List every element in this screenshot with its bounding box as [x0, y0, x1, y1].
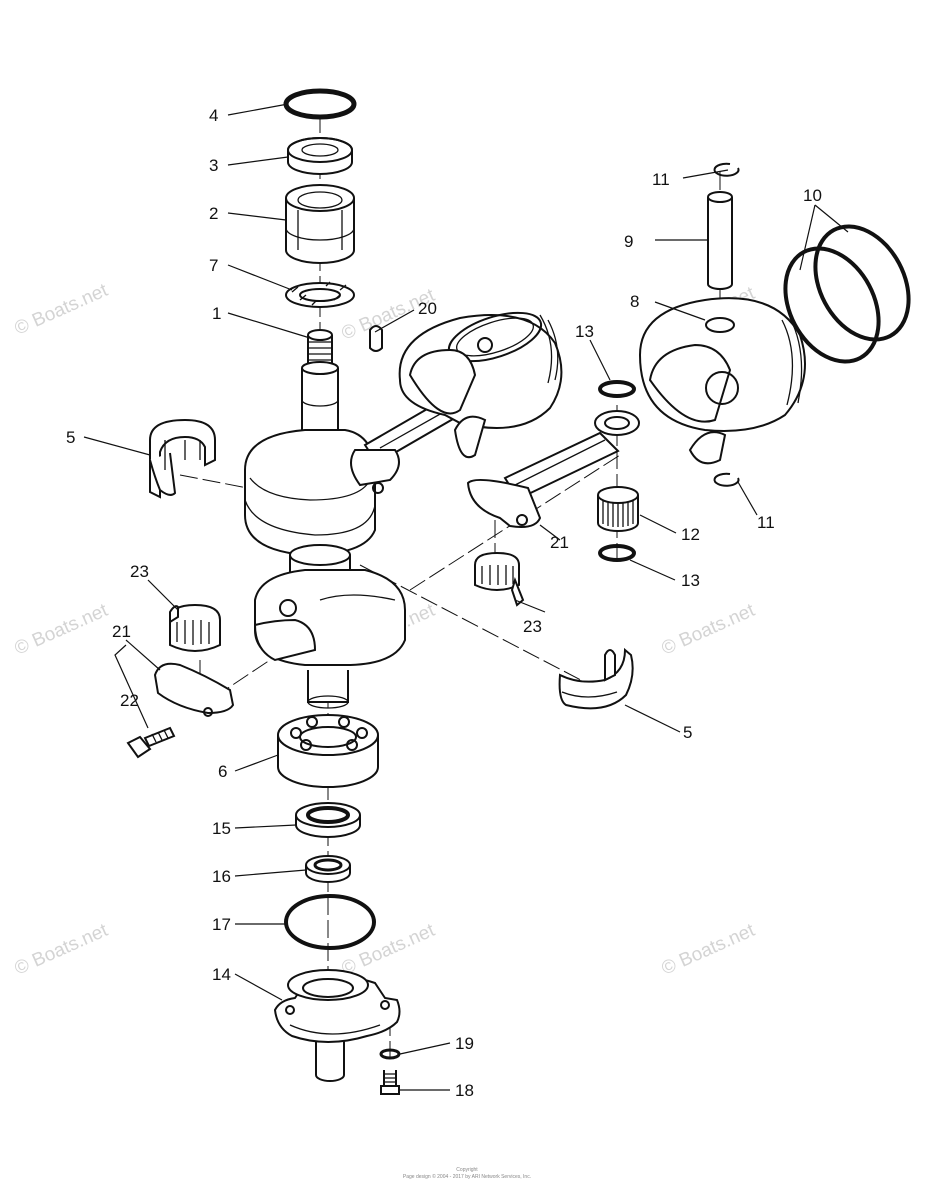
watermark: © Boats.net: [11, 600, 111, 660]
callout-5-left: 5: [66, 428, 75, 447]
callout-16: 16: [212, 867, 231, 886]
oil-seal-top: [287, 137, 353, 175]
callout-14: 14: [212, 965, 231, 984]
housing-bolt: [380, 1070, 400, 1095]
callout-20: 20: [418, 299, 437, 318]
callout-18: 18: [455, 1081, 474, 1100]
footer: Copyright Page design © 2004 - 2017 by A…: [403, 1167, 531, 1180]
callout-15: 15: [212, 819, 231, 838]
callout-13-lower: 13: [681, 571, 700, 590]
circlip-top: [713, 162, 740, 177]
woodruff-key: [369, 325, 383, 352]
lower-oil-seal: [295, 802, 361, 838]
watermark: © Boats.net: [11, 920, 111, 980]
washer-13-lower: [598, 544, 636, 562]
footer-copyright-text: Page design © 2004 - 2017 by ARI Network…: [403, 1173, 531, 1180]
main-bearing-right: [558, 647, 634, 710]
watermark: © Boats.net: [338, 920, 438, 980]
callout-9: 10: [803, 186, 822, 205]
main-bearing-left: [149, 418, 216, 499]
callout-10: 9: [624, 232, 633, 251]
lower-ball-bearing: [277, 714, 379, 788]
callout-12: 12: [681, 525, 700, 544]
leader-lines: [83, 103, 849, 1091]
watermark: © Boats.net: [658, 600, 758, 660]
callout-11-bottom: 11: [757, 513, 775, 532]
callout-6: 6: [218, 762, 227, 781]
callout-21-left: 21: [112, 622, 131, 641]
lock-washer: [379, 1048, 401, 1060]
callout-13-upper: 13: [575, 322, 594, 341]
crankshaft: [244, 329, 406, 709]
o-ring-top: [283, 88, 357, 120]
circlip-bottom: [713, 472, 740, 487]
callout-23-right: 23: [523, 617, 542, 636]
callout-labels: 4 3 2 7 1 20 5 23 21 22 6 15 16 17 14 13…: [66, 106, 822, 1100]
callout-21-right: 21: [550, 533, 569, 552]
watermark: © Boats.net: [658, 920, 758, 980]
piston-right: [638, 297, 806, 465]
upper-bearing-sleeve: [285, 184, 355, 264]
rod-bolt: [126, 726, 176, 759]
piston-upper: [398, 311, 563, 459]
needle-bearing: [597, 486, 639, 532]
callout-1: 1: [212, 304, 221, 323]
washer-13-upper: [598, 380, 636, 398]
callout-8: 8: [630, 292, 639, 311]
callout-5-right: 5: [683, 723, 692, 742]
rod-bearing-right: [474, 551, 525, 607]
rod-bearing-left: [169, 603, 221, 652]
o-ring-bottom: [284, 894, 376, 950]
rod-cap: [153, 662, 235, 717]
small-seal: [305, 855, 351, 883]
connecting-rod-right: [466, 410, 640, 528]
callout-19: 19: [455, 1034, 474, 1053]
callout-22: 22: [120, 691, 139, 710]
callout-3: 3: [209, 156, 218, 175]
callout-2: 2: [209, 204, 218, 223]
upper-roller-bearing: [285, 281, 355, 308]
callout-11-top: 11: [652, 170, 670, 189]
callout-23-left: 23: [130, 562, 149, 581]
watermark: © Boats.net: [11, 280, 111, 340]
lower-bearing-housing: [273, 969, 401, 1082]
callout-4: 4: [209, 106, 218, 125]
piston-pin: [707, 191, 733, 290]
callout-7: 7: [209, 256, 218, 275]
callout-17: 17: [212, 915, 231, 934]
footer-copyright-label: Copyright: [456, 1167, 478, 1173]
